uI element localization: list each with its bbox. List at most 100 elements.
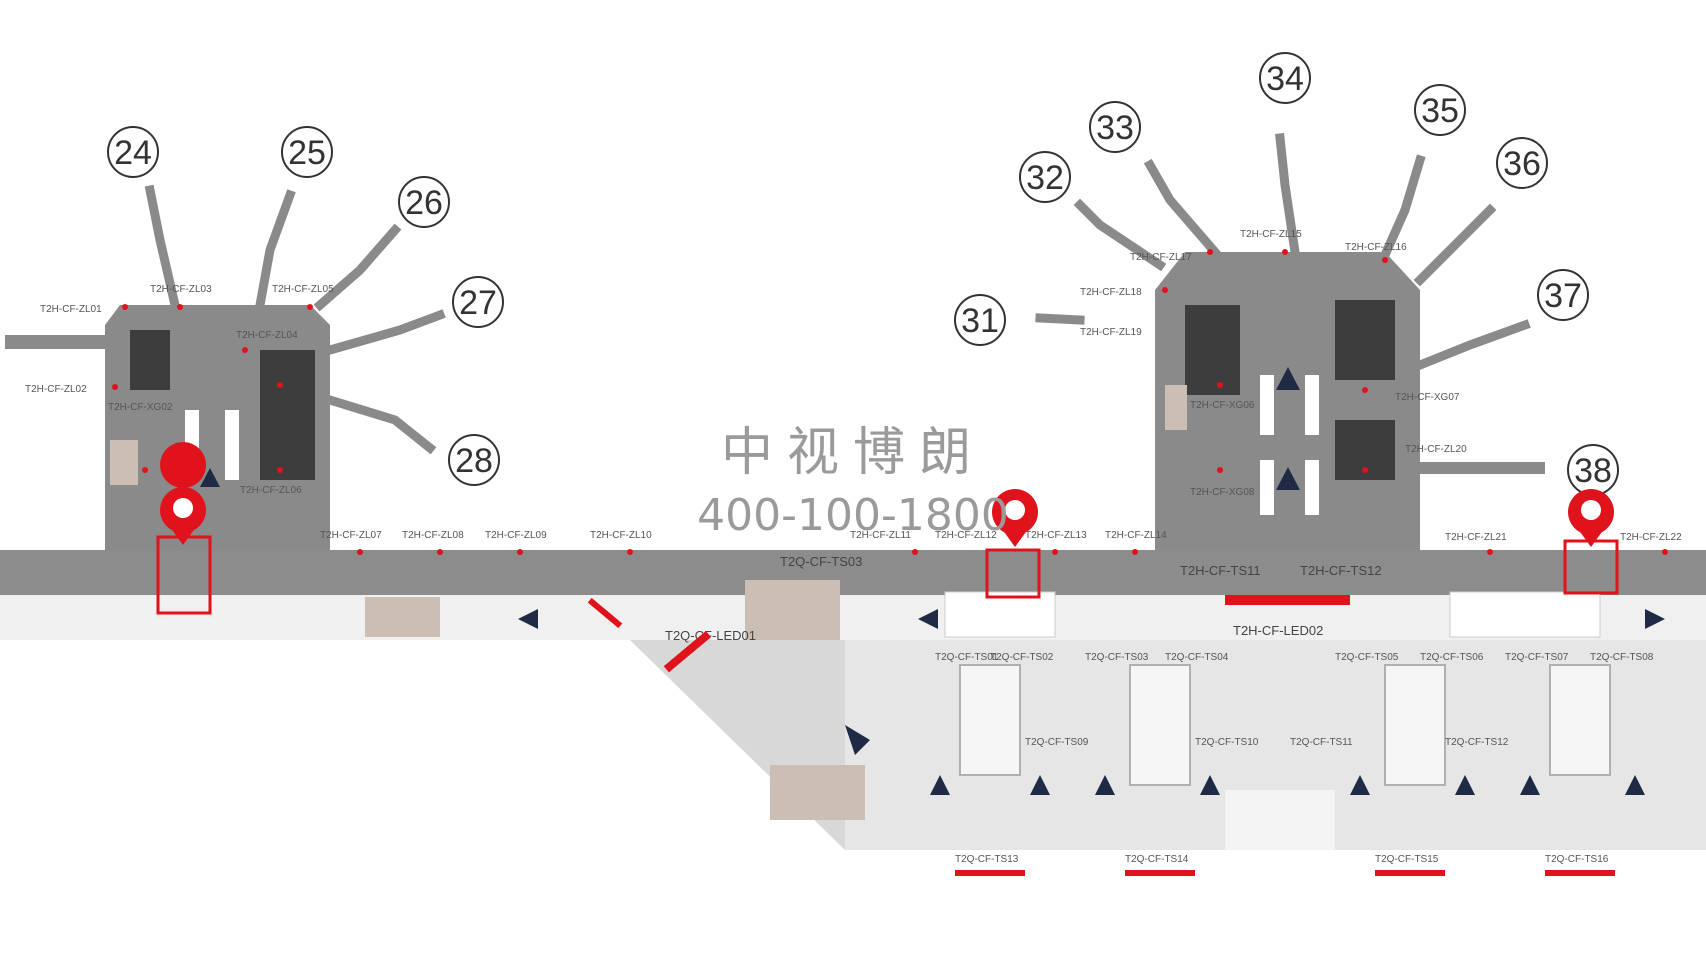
gate-number: 34 <box>1266 60 1304 98</box>
ad-code-label: T2H-CF-ZL16 <box>1345 242 1407 253</box>
ad-code-label: T2Q-CF-TS13 <box>955 854 1019 865</box>
ad-code-label: T2H-CF-ZL18 <box>1080 287 1142 298</box>
gate-circle: 35 <box>1414 84 1466 136</box>
ad-code-label: T2H-CF-ZL13 <box>1025 530 1087 541</box>
ad-code-label: T2H-CF-ZL19 <box>1080 327 1142 338</box>
ad-code-label: T2H-CF-ZL07 <box>320 530 382 541</box>
ad-code-label: T2Q-CF-TS08 <box>1590 652 1654 663</box>
ad-code-label: T2Q-CF-TS05 <box>1335 652 1399 663</box>
gate-number: 27 <box>459 284 497 322</box>
gate-circle: 27 <box>452 276 504 328</box>
map-pin-icon <box>1568 489 1614 547</box>
gate-number: 31 <box>961 302 999 340</box>
led-screen <box>1225 595 1350 605</box>
ad-code-label: T2Q-CF-TS12 <box>1445 737 1509 748</box>
gate-circle: 34 <box>1259 52 1311 104</box>
marker-highlight-box <box>156 535 212 615</box>
lower-hall-seating <box>959 664 1611 786</box>
ad-code-label: T2H-CF-ZL12 <box>935 530 997 541</box>
ad-code-label: T2H-CF-XG06 <box>1190 400 1255 411</box>
corridor-label: T2Q-CF-LED01 <box>665 628 756 643</box>
gate-number: 36 <box>1503 145 1541 183</box>
corridor-label: T2H-CF-TS12 <box>1300 563 1382 578</box>
ad-code-label: T2Q-CF-TS09 <box>1025 737 1089 748</box>
lower-hall-center-block <box>1225 790 1335 850</box>
ad-code-label: T2H-CF-ZL22 <box>1620 532 1682 543</box>
ad-code-label: T2H-CF-XG02 <box>108 402 173 413</box>
gate-number: 32 <box>1026 159 1064 197</box>
watermark-company: 中视博朗 <box>721 423 985 483</box>
gate-circle: 33 <box>1089 101 1141 153</box>
gate-labels: 24 25 26 27 28 31 32 33 <box>107 52 1619 496</box>
gate-circle: 26 <box>398 176 450 228</box>
shop-block <box>770 765 865 820</box>
ad-code-label: T2H-CF-ZL15 <box>1240 229 1302 240</box>
ad-code-label: T2H-CF-XG07 <box>1395 392 1460 403</box>
gate-circle: 32 <box>1019 151 1071 203</box>
marker-highlight-box <box>985 548 1041 599</box>
corridor-shops-strip <box>0 595 1706 640</box>
map-pin-icon <box>160 442 207 545</box>
ad-code-label: T2Q-CF-TS15 <box>1375 854 1439 865</box>
left-pier-bridge-stub <box>5 335 105 349</box>
location-marker[interactable] <box>985 489 1041 599</box>
corridor-label: T2Q-CF-TS03 <box>780 554 862 569</box>
gate-circle: 31 <box>954 294 1006 346</box>
ad-code-label: T2Q-CF-TS11 <box>1290 737 1353 748</box>
shop-block <box>110 440 138 485</box>
gate-number: 33 <box>1096 109 1134 147</box>
gate-number: 38 <box>1574 452 1612 490</box>
ad-code-label: T2H-CF-ZL03 <box>150 284 212 295</box>
ad-code-label: T2Q-CF-TS16 <box>1545 854 1609 865</box>
gate-circle: 38 <box>1567 444 1619 496</box>
gate-circle: 28 <box>448 434 500 486</box>
ad-code-label: T2Q-CF-TS01 <box>935 652 999 663</box>
ad-code-label: T2H-CF-ZL10 <box>590 530 652 541</box>
shop-block <box>745 580 840 640</box>
gate-number: 28 <box>455 442 493 480</box>
ad-code-label: T2H-CF-ZL05 <box>272 284 334 295</box>
ad-code-label: T2H-CF-ZL04 <box>236 330 298 341</box>
gate-number: 26 <box>405 184 443 222</box>
gate-number: 24 <box>114 134 152 172</box>
ad-code-label: T2Q-CF-TS04 <box>1165 652 1229 663</box>
seating-blocks <box>130 300 1395 480</box>
ad-code-label: T2H-CF-ZL21 <box>1445 532 1507 543</box>
ad-code-label: T2Q-CF-TS10 <box>1195 737 1259 748</box>
ad-code-label: T2H-CF-ZL11 <box>850 530 911 541</box>
watermark-phone: 400-100-1800 <box>697 490 1009 541</box>
ad-code-label: T2H-CF-ZL06 <box>240 485 302 496</box>
gate-number: 35 <box>1421 92 1459 130</box>
ad-code-label: T2H-CF-ZL01 <box>40 304 102 315</box>
ad-code-label: T2Q-CF-TS07 <box>1505 652 1569 663</box>
shop-block <box>365 597 440 637</box>
ad-location-dots <box>112 249 1668 555</box>
jet-bridges <box>144 133 1531 455</box>
direction-arrows <box>200 367 1665 795</box>
corridor-label: T2H-CF-TS11 <box>1180 563 1261 578</box>
lounge-block <box>944 591 1056 638</box>
location-marker[interactable] <box>1563 489 1619 595</box>
gate-circle: 37 <box>1537 269 1589 321</box>
ad-code-label: T2H-CF-ZL17 <box>1130 252 1192 263</box>
ad-code-label: T2H-CF-ZL08 <box>402 530 464 541</box>
map-pin-icon <box>992 489 1038 547</box>
marker-highlight-box <box>1563 539 1619 595</box>
ad-code-label: T2Q-CF-TS14 <box>1125 854 1189 865</box>
ad-code-label: T2Q-CF-TS02 <box>990 652 1054 663</box>
gate-number: 37 <box>1544 277 1582 315</box>
ad-code-label: T2H-CF-ZL09 <box>485 530 547 541</box>
shop-block <box>1165 385 1187 430</box>
lounge-block <box>1449 591 1601 638</box>
ad-code-label: T2H-CF-ZL02 <box>25 384 87 395</box>
corridor-label: T2H-CF-LED02 <box>1233 623 1323 638</box>
gate-circle: 24 <box>107 126 159 178</box>
ad-code-label: T2H-CF-ZL20 <box>1405 444 1467 455</box>
main-corridor <box>0 550 1706 595</box>
gate-number: 25 <box>288 134 326 172</box>
location-marker[interactable] <box>156 442 212 615</box>
ad-code-label: T2H-CF-ZL14 <box>1105 530 1167 541</box>
ad-code-label: T2Q-CF-TS03 <box>1085 652 1149 663</box>
ad-code-label: T2Q-CF-TS06 <box>1420 652 1484 663</box>
